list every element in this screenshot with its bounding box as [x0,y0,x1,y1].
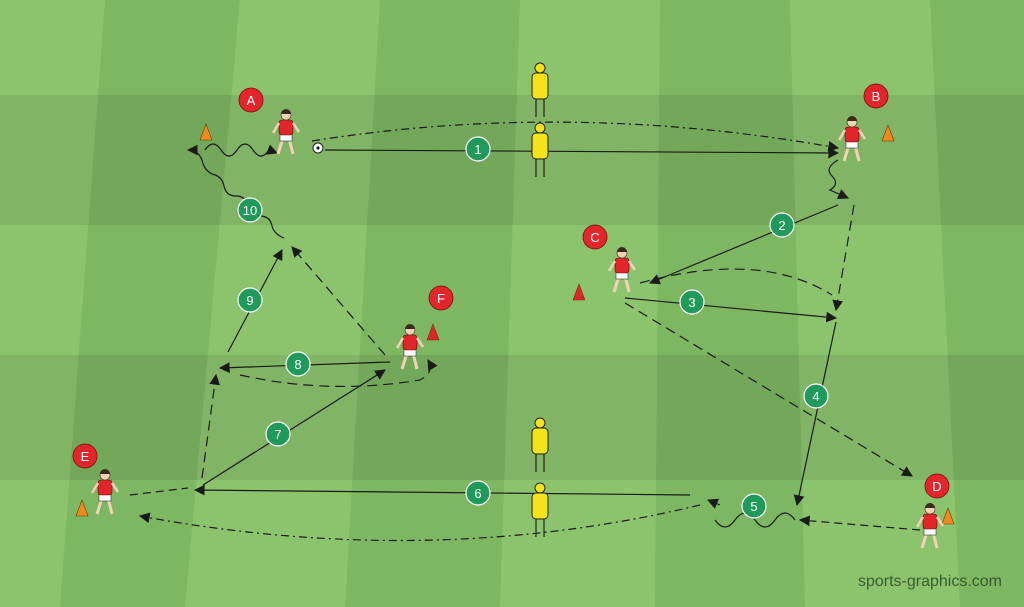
step-marker: 3 [679,289,705,315]
run-line-c-to-d [624,302,913,477]
cone [881,124,895,142]
player-label: C [582,224,608,250]
player-letter: D [932,479,941,494]
pass-line-3 [624,297,838,323]
watermark: sports-graphics.com [858,573,1002,590]
step-number: 5 [750,499,757,514]
step-number: 2 [778,218,785,233]
run-line-6-curve [138,504,701,542]
cone [572,283,586,301]
player-figure [915,503,945,549]
run-line-d [798,515,921,531]
mannequin [531,482,549,537]
run-line-c-curve [639,268,833,296]
run-line-f [291,246,386,356]
mannequin [531,62,549,117]
cone [199,123,213,141]
player-label: D [924,473,950,499]
player-figure [395,324,425,370]
step-marker: 2 [769,212,795,238]
run-line-a-to-b [311,121,840,152]
mannequin [531,122,549,177]
step-number: 10 [243,203,257,218]
dribble-10 [186,144,285,239]
mannequin [531,417,549,472]
step-marker: 8 [285,351,311,377]
cone [426,323,440,341]
movement-lines [129,121,921,542]
dribble-a [204,143,279,157]
player-label: F [428,285,454,311]
step-number: 9 [246,293,253,308]
pass-line-1 [324,147,840,159]
players [90,109,945,549]
step-number: 3 [688,295,695,310]
pass-line-2 [649,204,839,285]
player-labels: A B C D E F [72,83,950,499]
ball [312,142,324,154]
step-markers: 1 2 3 4 5 6 7 8 9 10 [237,136,829,519]
step-marker: 1 [465,136,491,162]
step-marker: 4 [803,383,829,409]
step-marker: 7 [265,421,291,447]
step-number: 8 [294,357,301,372]
player-label: B [863,83,889,109]
run-line-e [129,487,189,496]
player-letter: C [590,230,599,245]
player-figure [837,116,867,162]
step-marker: 5 [741,493,767,519]
dribble-b [828,159,849,199]
step-marker: 10 [237,197,263,223]
cone [941,507,955,525]
player-letter: E [81,449,90,464]
dribble-5 [714,512,796,528]
run-line-b-down [832,204,855,312]
player-figure [607,247,637,293]
run-line-e-up [201,373,221,479]
player-letter: B [872,89,881,104]
pass-line-4 [793,321,837,507]
pass-line-7 [202,369,386,486]
cones [75,123,955,525]
player-label: A [238,87,264,113]
step-number: 7 [274,427,281,442]
step-marker: 9 [237,287,263,313]
player-letter: F [437,291,445,306]
step-marker: 6 [465,480,491,506]
step-number: 6 [474,486,481,501]
run-line-8-curve [239,359,438,388]
step-number: 4 [812,389,819,404]
player-figure [271,109,301,155]
step-number: 1 [474,142,481,157]
player-letter: A [247,93,256,108]
pass-line-6 [193,484,691,496]
player-figure [90,469,120,515]
dribble-5-end [707,498,721,509]
mannequins [531,62,549,537]
player-label: E [72,443,98,469]
cone [75,499,89,517]
